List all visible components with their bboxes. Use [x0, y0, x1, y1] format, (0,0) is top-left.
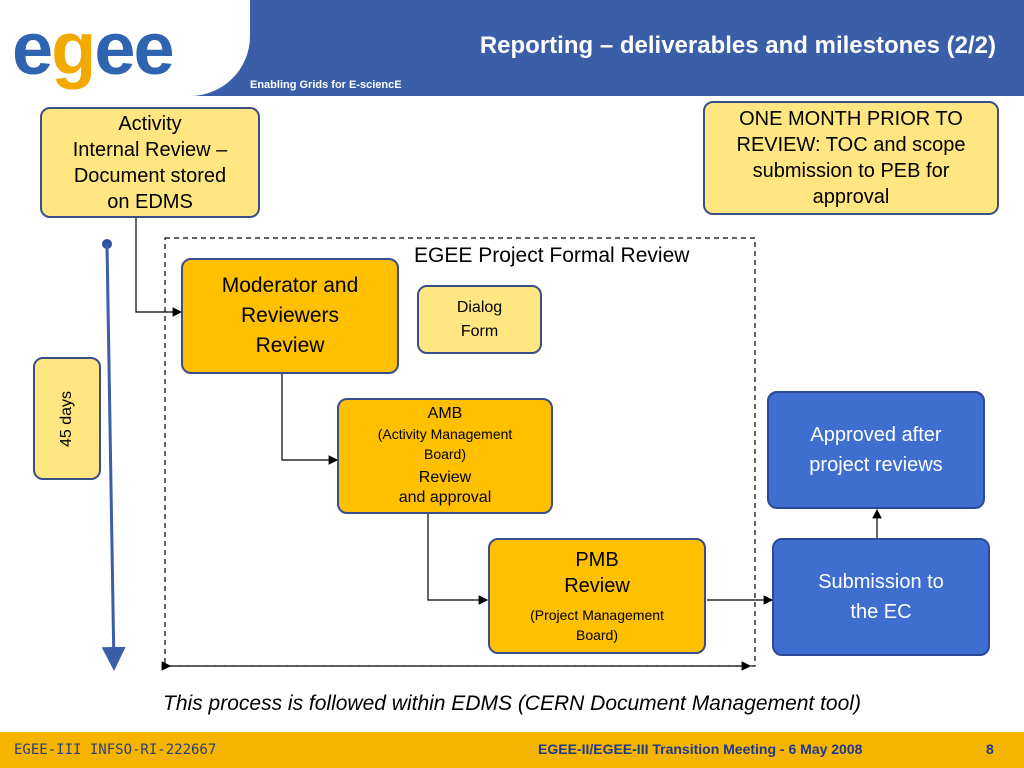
moderator-to-amb-arrow [281, 374, 339, 465]
amb-review-box: AMB (Activity Management Board) Review a… [337, 398, 553, 514]
activity-review-box: Activity Internal Review – Document stor… [40, 107, 260, 218]
page-number: 8 [986, 741, 994, 757]
dialog-form-box: Dialog Form [417, 285, 542, 354]
footer-project-id: EGEE-III INFSO-RI-222667 [14, 742, 217, 758]
one-month-prior-box: ONE MONTH PRIOR TO REVIEW: TOC and scope… [703, 101, 999, 215]
timeline-line [101, 243, 126, 671]
slide-title: Reporting – deliverables and milestones … [479, 32, 996, 59]
submission-box: Submission to the EC [772, 538, 990, 656]
tagline: Enabling Grids for E-sciencE [250, 79, 402, 91]
footer-bar [0, 732, 1024, 768]
duration-label: 45 days [57, 390, 75, 447]
footer-meeting: EGEE-II/EGEE-III Transition Meeting - 6 … [538, 741, 863, 757]
duration-box: 45 days [33, 357, 101, 480]
activity-to-moderator-arrow [135, 218, 183, 317]
amb-to-pmb-arrow [427, 514, 489, 605]
approved-box: Approved after project reviews [767, 391, 985, 509]
formal-review-frame [164, 237, 756, 667]
moderator-review-box: Moderator and Reviewers Review [181, 258, 399, 374]
logo-area: egee [0, 0, 250, 96]
pmb-review-box: PMB Review (Project Management Board) [488, 538, 706, 654]
egee-logo: egee [12, 7, 175, 90]
process-note: This process is followed within EDMS (CE… [163, 692, 861, 715]
formal-review-label: EGEE Project Formal Review [414, 244, 690, 267]
